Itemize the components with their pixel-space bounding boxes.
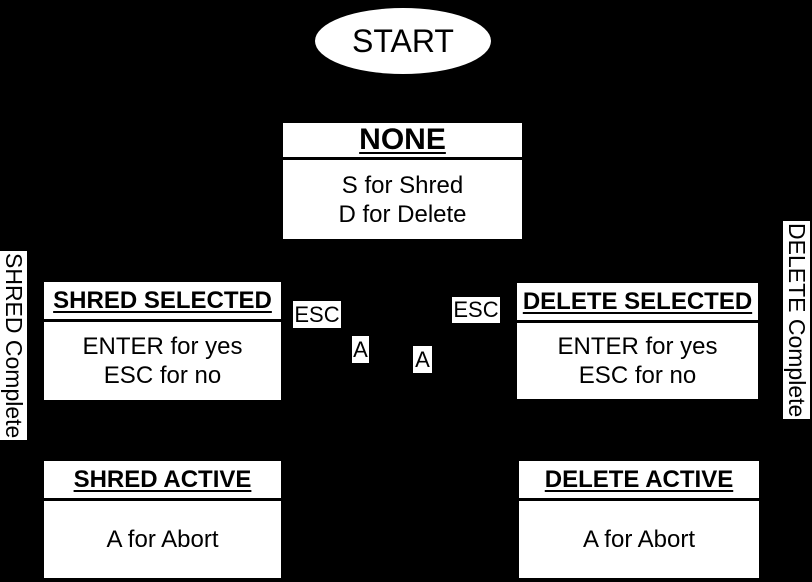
edge-label-esc-right: ESC xyxy=(452,297,500,323)
state-title: NONE xyxy=(283,123,522,160)
state-body: A for Abort xyxy=(519,501,759,578)
state-node-none: NONE S for Shred D for Delete xyxy=(283,123,522,239)
state-body-line: A for Abort xyxy=(582,526,696,553)
state-body: ENTER for yes ESC for no xyxy=(44,322,281,400)
edge-label-abort-left: A xyxy=(352,336,369,363)
state-node-shred-selected: SHRED SELECTED ENTER for yes ESC for no xyxy=(44,282,281,400)
state-body-line: ENTER for yes xyxy=(557,333,718,360)
state-title: DELETE ACTIVE xyxy=(519,461,759,501)
state-title: SHRED ACTIVE xyxy=(44,461,281,501)
start-state-node: START xyxy=(315,8,491,74)
edge-label-shred-complete: SHRED Complete xyxy=(0,251,27,441)
state-body-line: ESC for no xyxy=(578,362,697,389)
edge-label-esc-left: ESC xyxy=(293,301,341,328)
state-body-line: ENTER for yes xyxy=(82,333,243,360)
edge-label-abort-right: A xyxy=(413,346,432,373)
state-body-line: D for Delete xyxy=(338,200,467,228)
state-body-line: S for Shred xyxy=(341,171,464,199)
state-body: A for Abort xyxy=(44,501,281,578)
edge-label-delete-complete: DELETE Complete xyxy=(783,221,810,420)
state-body-line: A for Abort xyxy=(106,526,219,553)
state-title: SHRED SELECTED xyxy=(44,282,281,322)
state-body: S for Shred D for Delete xyxy=(283,160,522,239)
state-node-delete-active: DELETE ACTIVE A for Abort xyxy=(519,461,759,578)
state-body: ENTER for yes ESC for no xyxy=(517,323,758,399)
state-body-line: ESC for no xyxy=(103,362,222,389)
state-node-delete-selected: DELETE SELECTED ENTER for yes ESC for no xyxy=(517,283,758,399)
state-title: DELETE SELECTED xyxy=(517,283,758,323)
state-node-shred-active: SHRED ACTIVE A for Abort xyxy=(44,461,281,578)
